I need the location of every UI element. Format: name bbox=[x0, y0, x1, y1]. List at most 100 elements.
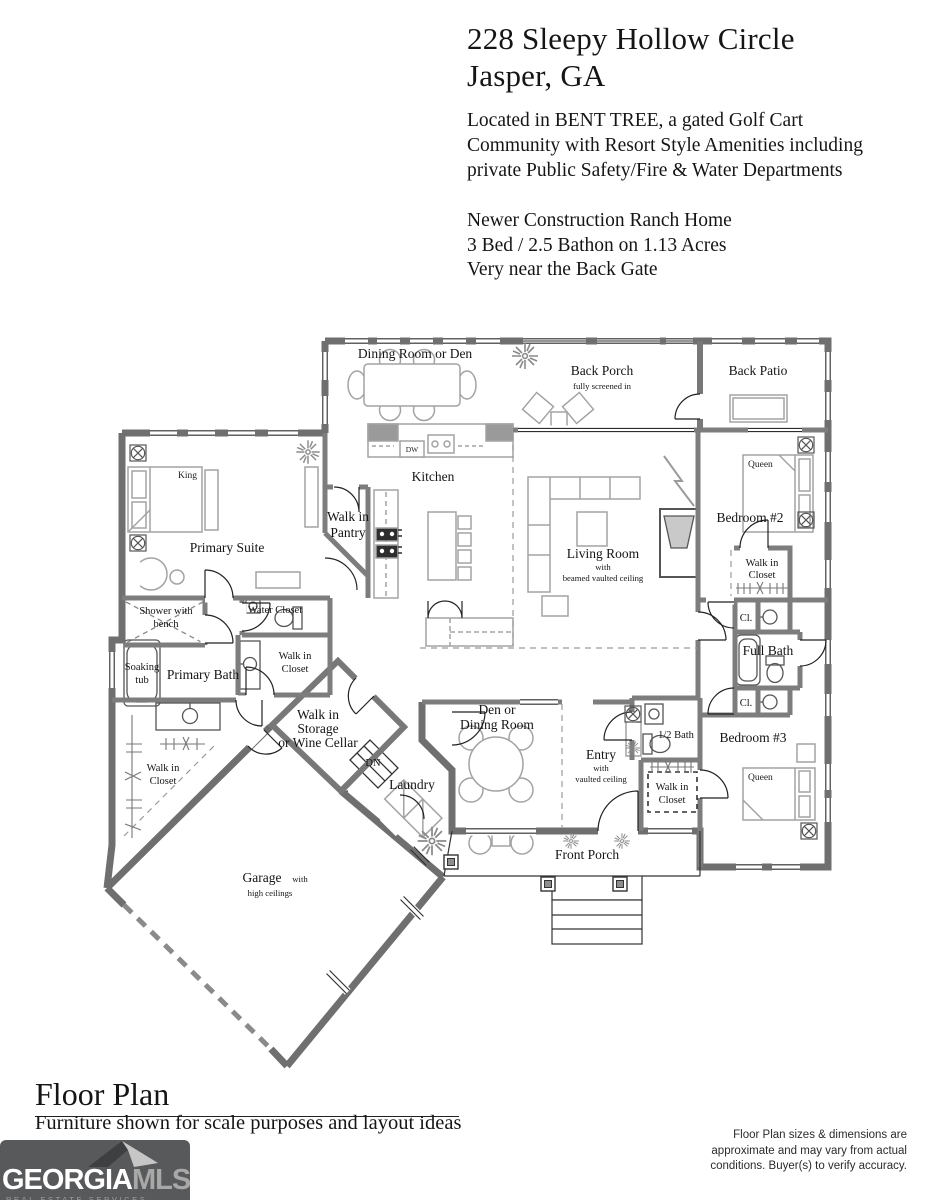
kitchen-counter bbox=[367, 423, 514, 458]
georgia-mls-logo: GEORGIAMLS REAL ESTATE SERVICES bbox=[0, 1140, 191, 1200]
facts-line: Very near the Back Gate bbox=[467, 259, 658, 280]
roof-icon bbox=[88, 1141, 158, 1167]
open-plan-dashes bbox=[123, 434, 732, 837]
doors bbox=[204, 393, 827, 832]
blurb-line: private Public Safety/Fire & Water Depar… bbox=[467, 160, 843, 181]
soaking-tub bbox=[123, 639, 161, 707]
dining-table bbox=[347, 348, 477, 422]
label-storage-1: Walk in bbox=[297, 707, 339, 722]
label-storage-3: or Wine Cellar bbox=[278, 735, 358, 750]
label-bedroom3: Bedroom #3 bbox=[719, 730, 786, 745]
label-garage: Garage bbox=[243, 870, 282, 885]
primary-vanity bbox=[155, 702, 221, 731]
label-soaking-2: tub bbox=[135, 675, 148, 686]
label-wic-bed3-1: Walk in bbox=[656, 782, 689, 793]
label-full-bath: Full Bath bbox=[743, 643, 794, 658]
disclaimer-line: approximate and may vary from actual bbox=[711, 1144, 907, 1157]
label-dishwasher: DW bbox=[406, 445, 419, 454]
porch-chairs bbox=[521, 391, 595, 429]
label-den-2: Dining Room bbox=[460, 717, 534, 732]
label-primary-bath: Primary Bath bbox=[167, 667, 240, 682]
furniture-layer bbox=[127, 348, 816, 855]
label-back-porch: Back Porch bbox=[571, 363, 634, 378]
label-entry-1: Entry bbox=[586, 747, 616, 762]
fireplace bbox=[659, 508, 699, 578]
logo-brand-secondary: MLS bbox=[131, 1164, 191, 1196]
label-garage-with: with bbox=[292, 874, 308, 884]
facts-line: Newer Construction Ranch Home bbox=[467, 210, 732, 231]
label-pantry-2: Pantry bbox=[330, 525, 365, 540]
label-wic-primary-2: Closet bbox=[150, 776, 177, 787]
washer-dryer bbox=[383, 778, 444, 839]
disclaimer: Floor Plan sizes & dimensions are approx… bbox=[672, 1128, 907, 1175]
address-line2: Jasper, GA bbox=[467, 58, 606, 93]
room-labels: Dining Room or Den Back Porch fully scre… bbox=[125, 346, 794, 898]
label-garage-sub: high ceilings bbox=[248, 888, 293, 898]
label-pantry-1: Walk in bbox=[327, 509, 369, 524]
label-back-patio: Back Patio bbox=[729, 363, 788, 378]
label-dining: Dining Room or Den bbox=[358, 346, 473, 361]
label-soaking-1: Soaking bbox=[125, 662, 160, 673]
primary-chair bbox=[132, 557, 185, 591]
garage-door-dashed bbox=[122, 903, 273, 1051]
label-wic-mid-1: Walk in bbox=[279, 651, 312, 662]
dresser bbox=[255, 571, 301, 589]
label-half-bath: 1/2 Bath bbox=[658, 730, 695, 741]
address-line1: 228 Sleepy Hollow Circle bbox=[467, 21, 795, 56]
label-living-1: Living Room bbox=[567, 546, 640, 561]
kitchen-range-counter bbox=[373, 489, 402, 599]
window-seat-bench bbox=[425, 617, 514, 647]
bedroom2-bed bbox=[742, 454, 814, 533]
kitchen-island bbox=[427, 511, 472, 581]
closet-rods bbox=[124, 581, 788, 838]
living-sofa bbox=[527, 476, 641, 617]
label-entry-2: with bbox=[593, 763, 609, 773]
label-den-1: Den or bbox=[478, 702, 516, 717]
label-wic-bed3-2: Closet bbox=[659, 795, 686, 806]
front-porch-steps bbox=[443, 830, 701, 945]
label-wic-primary-1: Walk in bbox=[147, 763, 180, 774]
closet-vanity bbox=[239, 640, 261, 690]
label-living-2: with bbox=[595, 562, 611, 572]
label-entry-3: vaulted ceiling bbox=[575, 774, 627, 784]
label-kitchen: Kitchen bbox=[412, 469, 455, 484]
beam-symbol bbox=[663, 455, 695, 507]
garage-window-gaps bbox=[325, 895, 425, 995]
shower bbox=[125, 601, 204, 644]
label-cl1: Cl. bbox=[740, 613, 753, 624]
bed3-closet-dashed bbox=[647, 771, 698, 813]
label-dn: DN bbox=[365, 758, 381, 769]
property-facts: Newer Construction Ranch Home 3 Bed / 2.… bbox=[467, 209, 912, 283]
disclaimer-line: conditions. Buyer(s) to verify accuracy. bbox=[710, 1160, 907, 1172]
label-storage-2: Storage bbox=[297, 721, 338, 736]
label-cl2: Cl. bbox=[740, 698, 753, 709]
label-bedroom2: Bedroom #2 bbox=[716, 510, 783, 525]
label-laundry: Laundry bbox=[389, 777, 435, 792]
ceiling-light-icon bbox=[800, 822, 818, 840]
blurb-line: Community with Resort Style Amenities in… bbox=[467, 135, 863, 156]
label-queen2: Queen bbox=[748, 460, 773, 470]
label-wic-bed2-1: Walk in bbox=[746, 558, 779, 569]
logo-tagline: REAL ESTATE SERVICES bbox=[6, 1195, 148, 1200]
primary-bed bbox=[127, 466, 319, 533]
ceiling-light-icon bbox=[129, 444, 147, 462]
blurb-line: Located in BENT TREE, a gated Golf Cart bbox=[467, 110, 804, 131]
label-king: King bbox=[178, 471, 197, 481]
fixtures-layer bbox=[123, 508, 785, 755]
patio-table bbox=[729, 394, 788, 423]
label-shower-2: bench bbox=[153, 619, 179, 630]
label-front-porch: Front Porch bbox=[555, 847, 619, 862]
sunburst-plant-icon bbox=[511, 342, 539, 370]
disclaimer-line: Floor Plan sizes & dimensions are bbox=[733, 1129, 907, 1141]
label-primary-suite: Primary Suite bbox=[190, 540, 265, 555]
label-shower-1: Shower with bbox=[139, 606, 193, 617]
den-table bbox=[458, 725, 534, 803]
label-wic-mid-2: Closet bbox=[282, 664, 309, 675]
bedroom3-bed bbox=[742, 743, 816, 821]
logo-brand: GEORGIAMLS bbox=[2, 1164, 191, 1197]
logo-brand-primary: GEORGIA bbox=[2, 1164, 133, 1196]
floor-plan-title: Floor Plan bbox=[35, 1076, 459, 1117]
sunburst-plant-icon bbox=[295, 439, 321, 465]
